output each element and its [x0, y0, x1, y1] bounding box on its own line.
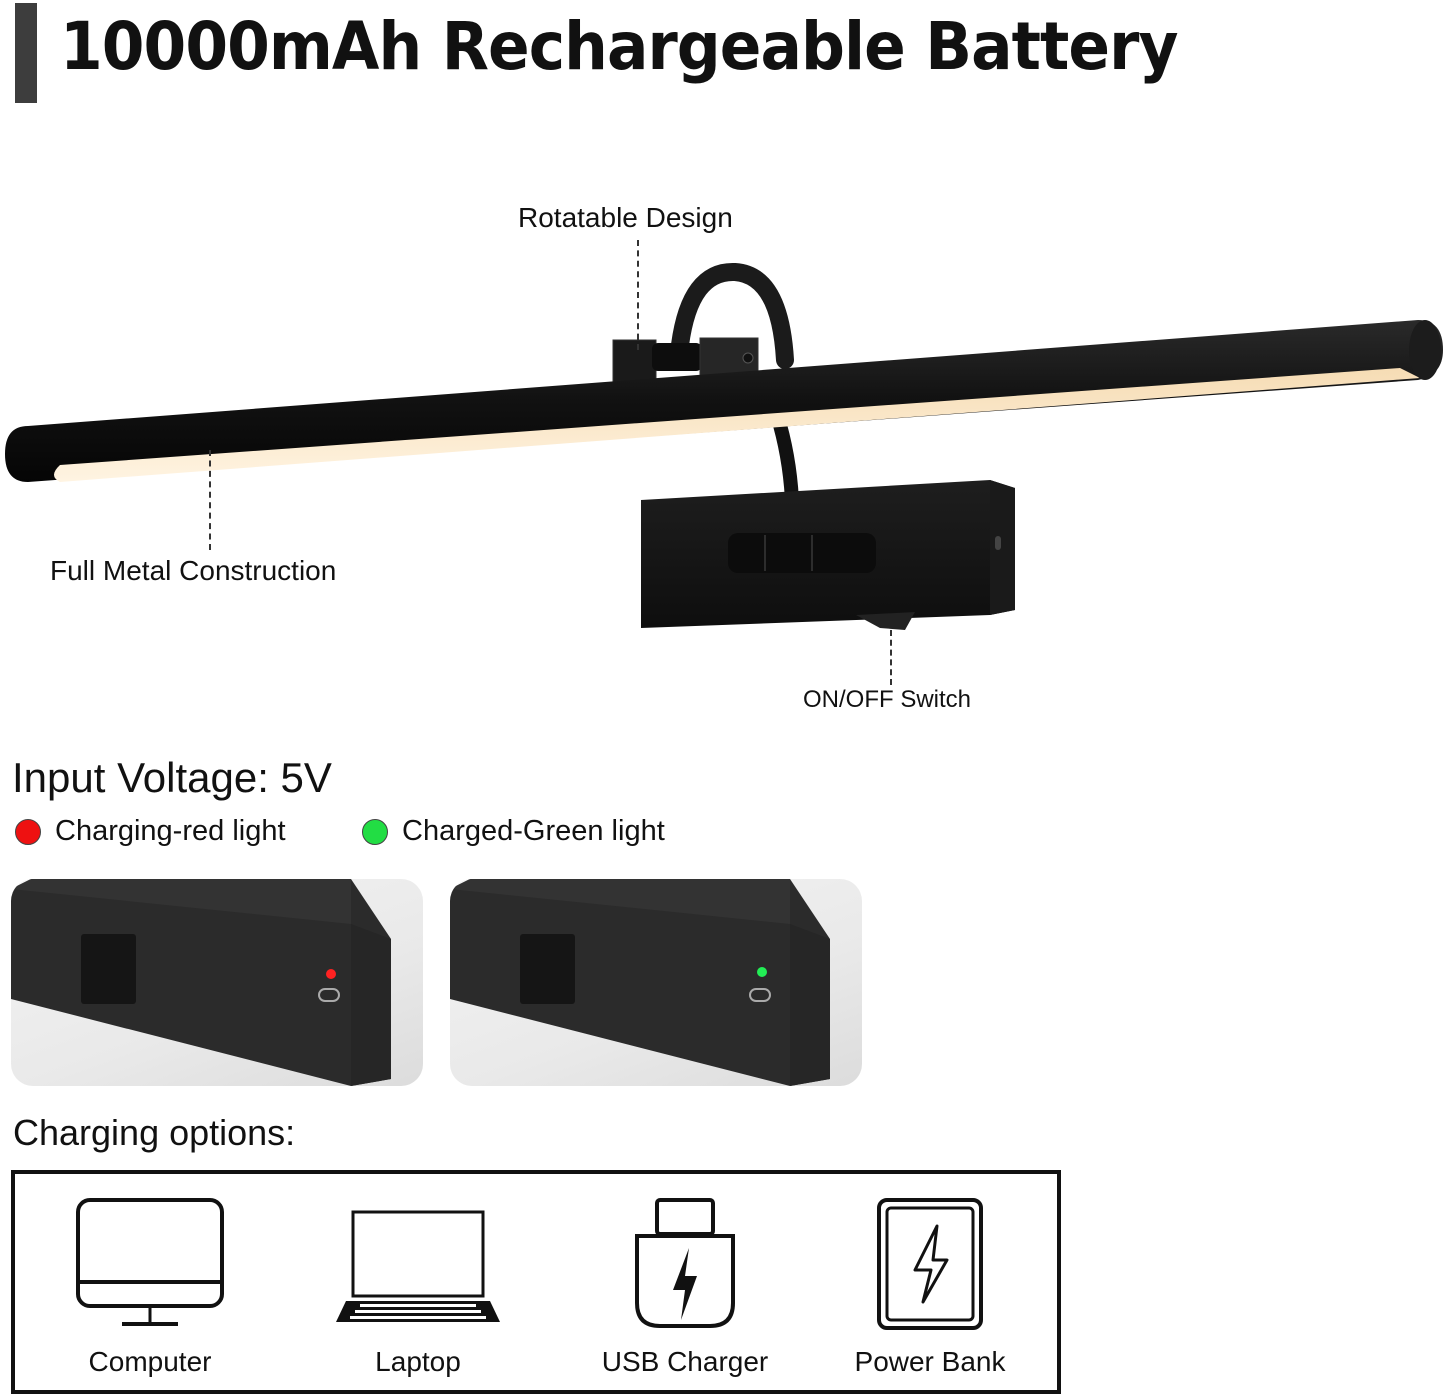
option-laptop: Laptop — [308, 1174, 528, 1390]
callout-line-switch — [890, 630, 892, 685]
charging-state-photo-green — [450, 879, 862, 1086]
red-led-icon — [326, 969, 336, 979]
swivel-joint — [728, 533, 876, 573]
green-led-icon — [757, 967, 767, 977]
rotating-arm — [671, 263, 794, 369]
option-label: USB Charger — [601, 1346, 769, 1377]
page-title: 10000mAh Rechargeable Battery — [60, 8, 1178, 85]
red-indicator-dot-icon — [15, 818, 41, 845]
desktop-computer-icon — [76, 1198, 224, 1326]
usb-charger-icon — [635, 1198, 735, 1328]
charging-options-heading: Charging options: — [13, 1112, 296, 1153]
callout-on-off-switch: ON/OFF Switch — [803, 686, 972, 713]
light-bar — [5, 320, 1443, 482]
callout-line-rotatable — [637, 240, 639, 350]
laptop-icon — [336, 1210, 500, 1322]
option-label: Computer — [88, 1346, 212, 1377]
charging-options-box: Computer Laptop USB Charger Power Bank — [11, 1170, 1061, 1394]
charging-state-photo-red — [11, 879, 423, 1086]
option-power-bank: Power Bank — [820, 1174, 1040, 1390]
legend-label: Charging-red light — [55, 815, 286, 847]
option-usb-charger: USB Charger — [575, 1174, 795, 1390]
on-off-switch — [856, 612, 915, 630]
option-label: Laptop — [375, 1346, 461, 1377]
option-label: Power Bank — [854, 1346, 1006, 1377]
callout-full-metal-construction: Full Metal Construction — [50, 555, 337, 586]
title-accent-bar — [15, 3, 37, 103]
power-bank-icon — [877, 1198, 983, 1330]
green-indicator-dot-icon — [362, 818, 388, 845]
option-computer: Computer — [40, 1174, 260, 1390]
usb-c-port — [995, 536, 1001, 550]
callout-line-metal — [209, 450, 211, 550]
callout-rotatable-design: Rotatable Design — [518, 202, 733, 233]
legend-charging-red: Charging-red light — [15, 815, 286, 848]
usb-c-port-icon — [318, 988, 340, 1002]
usb-c-port-icon — [749, 988, 771, 1002]
picture-light-product-image — [5, 263, 1443, 630]
mounting-box — [641, 480, 1015, 630]
rocker-switch-icon — [520, 934, 575, 1004]
legend-label: Charged-Green light — [402, 815, 665, 847]
input-voltage-heading: Input Voltage: 5V — [12, 754, 332, 801]
rocker-switch-icon — [81, 934, 136, 1004]
legend-charged-green: Charged-Green light — [362, 815, 665, 848]
